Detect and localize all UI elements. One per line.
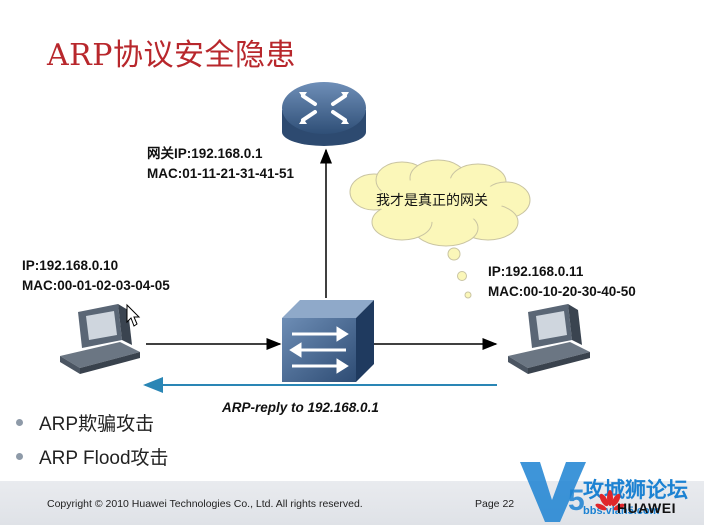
host-left-label: IP:192.168.0.10 MAC:00-01-02-03-04-05	[22, 256, 170, 296]
page-number: Page 22	[475, 498, 515, 510]
router-icon	[282, 82, 366, 146]
footer-bar: Copyright © 2010 Huawei Technologies Co.…	[0, 481, 704, 525]
huawei-brand-text: HUAWEI	[617, 500, 676, 516]
bullet-dot-icon	[16, 418, 23, 426]
copyright-text: Copyright © 2010 Huawei Technologies Co.…	[47, 498, 363, 510]
bullet-text: ARP欺骗攻击	[39, 413, 155, 435]
pc-left-icon	[60, 304, 140, 374]
switch-icon	[282, 300, 374, 382]
bullet-list: ARP欺骗攻击 ARP Flood攻击	[16, 405, 169, 473]
host-right-mac: MAC:00-10-20-30-40-50	[488, 284, 636, 299]
bullet-dot-icon	[16, 452, 23, 460]
gateway-label: 网关IP:192.168.0.1 MAC:01-11-21-31-41-51	[147, 144, 294, 184]
gateway-mac: MAC:01-11-21-31-41-51	[147, 166, 295, 181]
slide-title: ARP协议安全隐患	[47, 38, 296, 73]
host-left-mac: MAC:00-01-02-03-04-05	[22, 278, 170, 293]
bullet-item: ARP Flood攻击	[16, 439, 169, 473]
bullet-text: ARP Flood攻击	[39, 447, 169, 469]
host-left-ip: IP:192.168.0.10	[22, 258, 119, 273]
pc-right-icon	[508, 304, 590, 374]
gateway-ip: 网关IP:192.168.0.1	[147, 146, 263, 161]
cursor-icon	[126, 303, 141, 327]
thought-bubble-text: 我才是真正的网关	[376, 193, 488, 209]
bullet-item: ARP欺骗攻击	[16, 405, 169, 439]
host-right-ip: IP:192.168.0.11	[488, 264, 584, 279]
svg-text:5: 5	[568, 484, 585, 517]
arp-reply-label: ARP-reply to 192.168.0.1	[222, 400, 379, 415]
host-right-label: IP:192.168.0.11 MAC:00-10-20-30-40-50	[488, 262, 636, 302]
thought-cloud	[349, 159, 531, 299]
